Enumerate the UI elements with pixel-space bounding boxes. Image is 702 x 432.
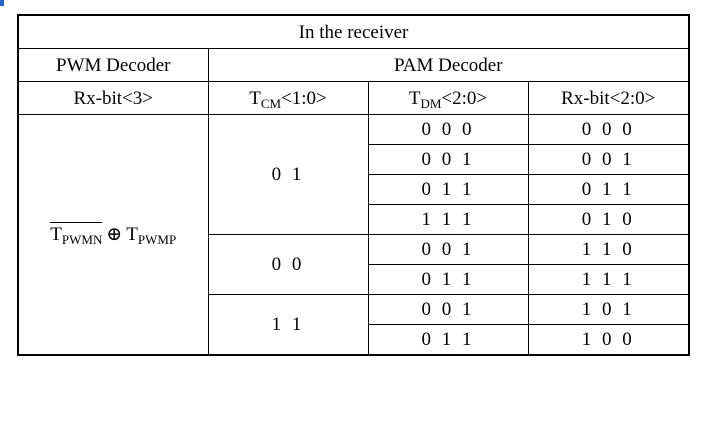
table-row: 1 1 1 0 1 0 [18,204,690,235]
pwm-expression-cell: TPWMN⊕TPWMP [17,114,209,356]
rx-value: 1 1 0 [527,234,690,265]
rx-value: 0 0 1 [527,144,690,175]
term2: TPWMP [126,224,177,247]
tdm-value: 0 1 1 [367,324,529,356]
table-row: 0 0 0 0 1 1 1 0 [18,234,690,295]
tdm-value: 0 0 1 [367,294,529,325]
xor-operator: ⊕ [106,224,123,245]
tdm-header: TDM<2:0> [367,81,529,115]
tdm-value: 1 1 1 [367,204,529,235]
rx-value: 1 1 1 [527,264,690,295]
tcm-value: 0 1 [207,114,369,235]
tcm-header: TCM<1:0> [207,81,369,115]
table-row: 0 1 1 1 0 0 [18,324,690,356]
tdm-value: 0 1 1 [367,264,529,295]
pam-decoder-header: PAM Decoder [207,48,690,82]
column-header-row: Rx-bit<3> TCM<1:0> TDM<2:0> Rx-bit<2:0> [17,81,690,115]
tdm-value: 0 0 0 [367,114,529,145]
rx-value: 1 0 0 [527,324,690,356]
tcm-value: 0 0 [207,234,369,295]
rx-value: 0 1 0 [527,204,690,235]
table-row: 0 0 1 0 0 1 [18,144,690,175]
table-row: 0 1 1 0 1 1 [18,174,690,205]
rx-value: 1 0 1 [527,294,690,325]
title-row: In the receiver [17,14,690,49]
group-header-row: PWM Decoder PAM Decoder [17,48,690,82]
rx-value: 0 1 1 [527,174,690,205]
table-row: 1 1 0 0 1 1 0 1 [18,294,690,356]
tdm-value: 0 1 1 [367,174,529,205]
receiver-decoder-table: In the receiver PWM Decoder PAM Decoder … [17,14,691,356]
table-row: TPWMN⊕TPWMP 0 1 0 0 0 0 0 0 [17,114,690,356]
pwm-decoder-header: PWM Decoder [17,48,209,82]
rx-value: 0 0 0 [527,114,690,145]
tdm-value: 0 0 1 [367,234,529,265]
tcm-value: 1 1 [207,294,369,356]
table-row: 0 1 1 1 1 1 [18,264,690,295]
page-corner-mark [0,0,4,6]
tdm-value: 0 0 1 [367,144,529,175]
rx-bit3-header: Rx-bit<3> [17,81,209,115]
table-title: In the receiver [17,14,690,49]
rx-bit20-header: Rx-bit<2:0> [527,81,690,115]
inverted-term: TPWMN [50,222,103,247]
